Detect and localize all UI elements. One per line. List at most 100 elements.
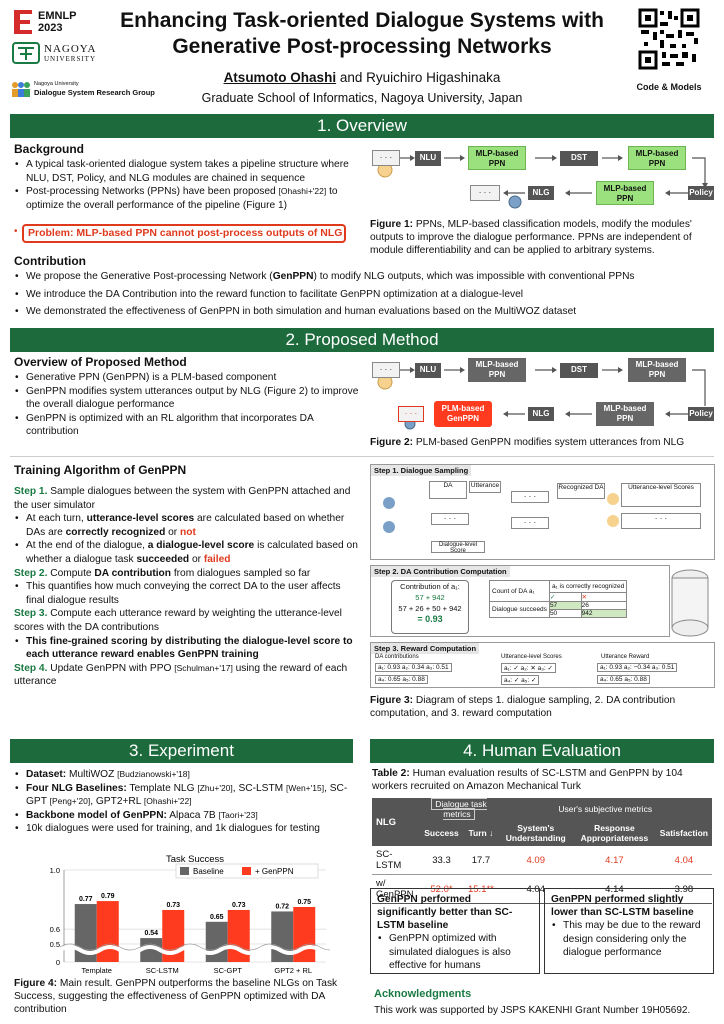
t: a₄: 0.65 a₅: 0.88: [597, 675, 650, 684]
o2-text: GenPPN modifies system utterances output…: [26, 385, 359, 411]
t: 26: [580, 601, 628, 610]
t: 52.0*: [430, 883, 453, 895]
qr-caption: Code & Models: [636, 82, 702, 92]
fig2-label: Figure 2:: [370, 437, 414, 448]
group-line1: Nagoya University: [34, 81, 79, 87]
x-tick-label: Template: [82, 966, 112, 975]
ppn-box: MLP-based PPN: [468, 146, 526, 170]
legend-label: + GenPPN: [255, 867, 294, 876]
c1-b: GenPPN: [272, 271, 314, 282]
step3: Step 3. Compute each utterance reward by…: [14, 607, 359, 634]
step3-panel-title: Step 3. Reward Computation: [371, 643, 480, 654]
nagoya-emblem-icon: [12, 42, 40, 64]
t: 10k dialogues were used for training, an…: [26, 823, 320, 835]
nlg-box: NLG: [528, 407, 554, 421]
th-satisfaction: Satisfaction: [659, 828, 708, 838]
t: DA contributions: [375, 654, 419, 660]
legend-label: Baseline: [193, 867, 224, 876]
recognized-box: Recognized DA: [557, 483, 605, 499]
th-understanding: System's Understanding: [505, 823, 566, 843]
th-nlg: NLG: [376, 816, 397, 828]
t: At each turn,: [26, 513, 87, 525]
nagoya-logo: NAGOYA UNIVERSITY: [12, 42, 112, 68]
step1-text: Sample dialogues between the system with…: [14, 486, 351, 511]
training-heading: Training Algorithm of GenPPN: [14, 463, 187, 477]
bar-value-label: 0.77: [79, 896, 93, 903]
table-row: SC-LSTM 33.3 17.7 4.09 4.17 4.04: [372, 846, 712, 875]
tab2-label: Table 2:: [372, 768, 410, 779]
background-bullet: A typical task-oriented dialogue system …: [14, 158, 354, 185]
uls-box-2: · · ·: [621, 513, 701, 529]
bar-value-label: 0.65: [210, 914, 224, 921]
c1-a: We propose the Generative Post-processin…: [26, 271, 273, 282]
group-line2: Dialogue System Research Group: [34, 88, 155, 97]
finding-box-2: GenPPN performed slightly lower than SC-…: [544, 888, 714, 974]
x-tick-label: SC-GPT: [214, 966, 243, 975]
dls-box: Dialogue-level Score: [431, 541, 485, 554]
step1-panel: Step 1. Dialogue Sampling DA Utterance ·…: [370, 464, 715, 560]
t: Utterance Reward: [601, 654, 650, 660]
th-success: Success: [424, 828, 459, 838]
user-bubble: · · ·: [372, 362, 400, 378]
conference-name: EMNLP: [38, 10, 77, 22]
step1-bullet: At the end of the dialogue, a dialogue-l…: [14, 539, 359, 566]
finding-1-bullet: GenPPN optimized with simulated dialogue…: [377, 932, 533, 973]
t: or: [189, 553, 204, 565]
poster-title: Enhancing Task-oriented Dialogue Systems…: [100, 8, 624, 60]
utterance-bubble: · · ·: [511, 517, 549, 529]
figure-2-caption: Figure 2: PLM-based GenPPN modifies syst…: [370, 436, 715, 449]
bg2-text: Post-processing Networks (PPNs) have bee…: [26, 186, 279, 198]
t: is calculated based on whether a dialogu…: [26, 540, 358, 565]
bar-value-label: 0.72: [275, 903, 289, 910]
y-tick-label: 1.0: [50, 866, 60, 875]
t: Dataset:: [26, 769, 67, 780]
o1-text: Generative PPN (GenPPN) is a PLM-based c…: [26, 372, 277, 383]
bg1-text: A typical task-oriented dialogue system …: [26, 159, 349, 184]
x-tick-label: GPT2 + RL: [274, 966, 312, 975]
bar-value-label: 0.79: [101, 893, 115, 900]
qr-code[interactable]: [638, 8, 700, 70]
figure-4-caption: Figure 4: Main result. GenPPN outperform…: [14, 977, 354, 1016]
title-line2: Generative Post-processing Networks: [172, 35, 552, 58]
bar-value-label: 0.73: [232, 902, 246, 909]
t: are calculated based on whether DAs are: [26, 513, 345, 538]
t: or: [165, 526, 181, 538]
experiment-bullet: Four NLG Baselines: Template NLG [Zhu+'2…: [14, 782, 354, 809]
author-main: Atsumoto Ohashi: [223, 70, 337, 85]
th-dtm: Dialogue task metrics: [431, 798, 487, 820]
t: MultiWOZ: [66, 769, 118, 780]
t: [Ohashi+'22]: [143, 796, 192, 807]
step1: Step 1. Sample dialogues between the sys…: [14, 485, 359, 512]
step4: Step 4. Update GenPPN with PPO [Schulman…: [14, 662, 359, 689]
t: a₁: ✓ a₂: ✕ a₃: ✓: [501, 663, 556, 673]
contribution-heading: Contribution: [14, 254, 86, 268]
legend-swatch: [242, 867, 251, 875]
chart-title: Task Success: [166, 854, 224, 865]
contribution-bullet: We demonstrated the effectiveness of Gen…: [14, 305, 714, 319]
figure-2: · · · NLU MLP-based PPN DST MLP-based PP…: [370, 356, 715, 431]
system-bubble: · · ·: [470, 185, 500, 201]
bar-value-label: 0.54: [144, 930, 158, 937]
fig1-label: Figure 1:: [370, 219, 414, 230]
t: Count of DA a₁: [489, 580, 550, 602]
nlu-box: NLU: [415, 363, 441, 378]
t: Compute each utterance reward by weighti…: [14, 608, 342, 633]
acknowledgments-text: This work was supported by JSPS KAKENHI …: [374, 1005, 691, 1016]
step1-bullet: At each turn, utterance-level scores are…: [14, 512, 359, 539]
figure-1: · · · NLU MLP-based PPN DST MLP-based PP…: [370, 138, 715, 213]
utterance-bubble: · · ·: [431, 513, 469, 525]
nlu-box: NLU: [415, 151, 441, 166]
ppn-box: MLP-based PPN: [596, 402, 654, 426]
ppn-box: MLP-based PPN: [628, 358, 686, 382]
authors: Atsumoto Ohashi and Ryuichiro Higashinak…: [100, 70, 624, 85]
t: 57 + 26 + 50 + 942: [398, 604, 462, 613]
t: Backbone model of GenPPN:: [26, 809, 167, 821]
human-eval-table: NLG Dialogue task metrics User's subject…: [372, 798, 712, 904]
t: [Peng+'20]: [49, 796, 91, 807]
t: , SC-GPT: [26, 782, 348, 808]
t: 4.14: [605, 883, 624, 895]
tab2-text: Human evaluation results of SC-LSTM and …: [372, 768, 683, 792]
qr-code-icon: [638, 8, 700, 70]
genppn-box: PLM-based GenPPN: [434, 401, 492, 427]
conference-year: 2023: [38, 22, 63, 34]
